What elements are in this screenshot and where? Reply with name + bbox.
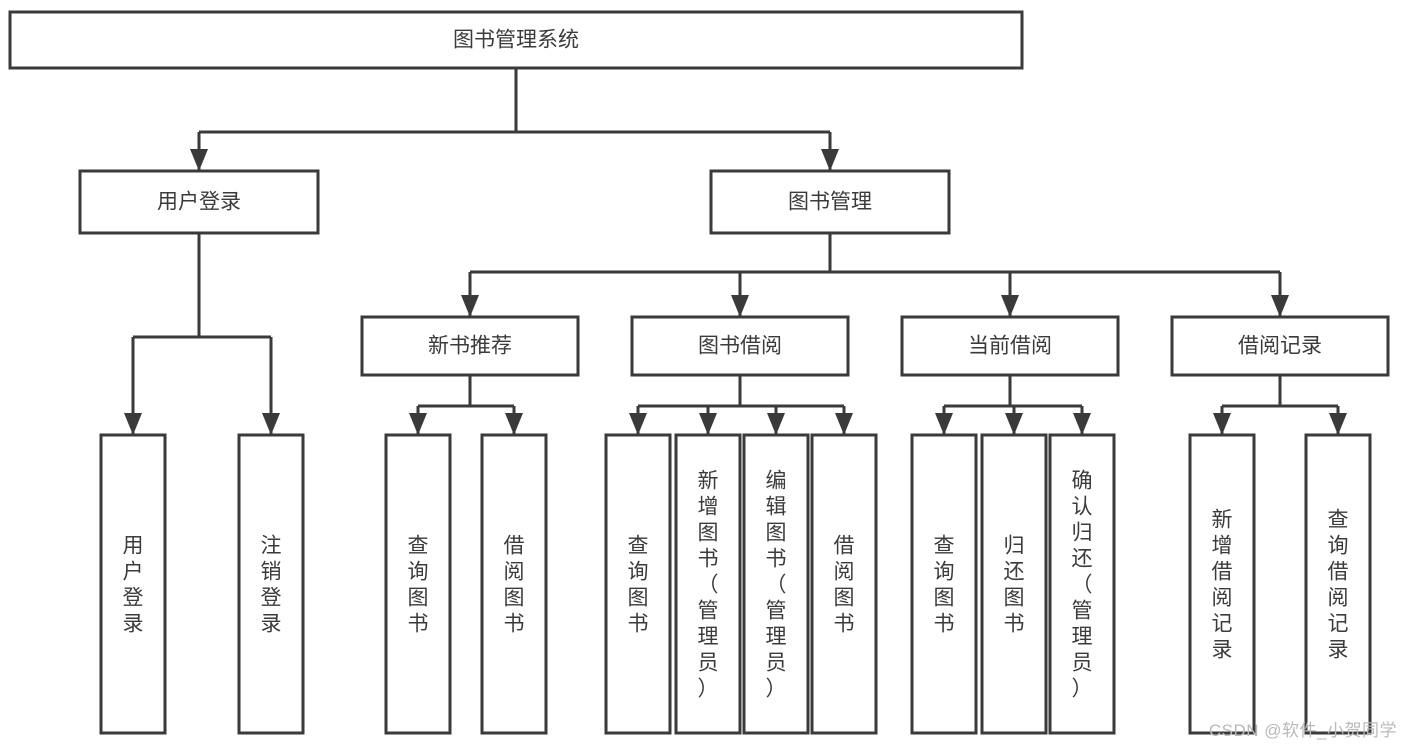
- leaf-node-box[interactable]: [1304, 433, 1372, 735]
- level1-node-1[interactable]: 用户登录: [78, 169, 320, 235]
- arrow-head-icon: [1001, 295, 1019, 317]
- arrow-head-icon: [699, 413, 717, 435]
- leaf-node-box[interactable]: [604, 433, 672, 735]
- leaf-node-box[interactable]: [1188, 433, 1256, 735]
- level2-node-2[interactable]: 图书借阅: [630, 315, 850, 377]
- leaf-node-box[interactable]: [384, 433, 452, 735]
- level2-node-label: 借阅记录: [1238, 335, 1322, 358]
- level1-node-box[interactable]: [78, 169, 320, 235]
- leaf-node-label: 查询图书: [628, 534, 649, 635]
- leaf-node-label: 编辑图书（管理员）: [766, 469, 787, 700]
- arrow-head-icon: [124, 413, 142, 435]
- arrow-head-icon: [409, 413, 427, 435]
- arrow-head-icon: [1271, 295, 1289, 317]
- node-layer: 图书管理系统用户登录图书管理新书推荐图书借阅当前借阅借阅记录用户登录注销登录查询…: [8, 10, 1390, 735]
- level1-node-2[interactable]: 图书管理: [709, 169, 951, 235]
- leaf-node-12[interactable]: 新增借阅记录: [1188, 433, 1256, 735]
- leaf-node-label: 注销登录: [261, 534, 282, 635]
- leaf-node-box[interactable]: [99, 433, 167, 735]
- root-node-1[interactable]: 图书管理系统: [8, 10, 1024, 70]
- level1-node-box[interactable]: [709, 169, 951, 235]
- leaf-node-box[interactable]: [742, 433, 810, 735]
- leaf-node-10[interactable]: 归还图书: [980, 433, 1048, 735]
- leaf-node-7[interactable]: 编辑图书（管理员）: [742, 433, 810, 735]
- arrow-head-icon: [835, 413, 853, 435]
- leaf-node-box[interactable]: [1048, 433, 1116, 735]
- arrow-head-icon: [1329, 413, 1347, 435]
- level2-node-1[interactable]: 新书推荐: [360, 315, 580, 377]
- level2-node-box[interactable]: [900, 315, 1120, 377]
- root-node-label: 图书管理系统: [453, 29, 579, 52]
- leaf-node-box[interactable]: [910, 433, 978, 735]
- level2-node-box[interactable]: [1170, 315, 1390, 377]
- leaf-node-label: 查询借阅记录: [1328, 508, 1349, 661]
- level2-node-label: 当前借阅: [968, 335, 1052, 358]
- level2-node-4[interactable]: 借阅记录: [1170, 315, 1390, 377]
- leaf-node-5[interactable]: 查询图书: [604, 433, 672, 735]
- arrow-head-icon: [821, 149, 839, 171]
- leaf-node-2[interactable]: 注销登录: [237, 433, 305, 735]
- arrow-head-icon: [190, 149, 208, 171]
- leaf-node-box[interactable]: [237, 433, 305, 735]
- level2-node-box[interactable]: [630, 315, 850, 377]
- leaf-node-box[interactable]: [980, 433, 1048, 735]
- arrow-head-icon: [505, 413, 523, 435]
- arrow-head-icon: [629, 413, 647, 435]
- leaf-node-label: 新增图书（管理员）: [698, 469, 719, 700]
- arrow-head-icon: [461, 295, 479, 317]
- watermark: CSDN @软件_小贺同学: [1208, 721, 1397, 740]
- leaf-node-label: 用户登录: [123, 534, 144, 635]
- leaf-node-3[interactable]: 查询图书: [384, 433, 452, 735]
- leaf-node-label: 归还图书: [1004, 534, 1025, 635]
- leaf-node-9[interactable]: 查询图书: [910, 433, 978, 735]
- leaf-node-13[interactable]: 查询借阅记录: [1304, 433, 1372, 735]
- leaf-node-8[interactable]: 借阅图书: [810, 433, 878, 735]
- leaf-node-label: 确认归还（管理员）: [1072, 469, 1093, 700]
- root-node-box[interactable]: [8, 10, 1024, 70]
- level1-node-label: 用户登录: [157, 191, 241, 214]
- leaf-node-box[interactable]: [480, 433, 548, 735]
- leaf-node-4[interactable]: 借阅图书: [480, 433, 548, 735]
- arrow-head-icon: [1073, 413, 1091, 435]
- leaf-node-box[interactable]: [810, 433, 878, 735]
- leaf-node-label: 新增借阅记录: [1212, 508, 1233, 661]
- level2-node-label: 图书借阅: [698, 335, 782, 358]
- leaf-node-label: 查询图书: [408, 534, 429, 635]
- leaf-node-6[interactable]: 新增图书（管理员）: [674, 433, 742, 735]
- leaf-node-label: 查询图书: [934, 534, 955, 635]
- arrow-head-icon: [767, 413, 785, 435]
- arrow-head-icon: [731, 295, 749, 317]
- level2-node-3[interactable]: 当前借阅: [900, 315, 1120, 377]
- arrow-head-icon: [935, 413, 953, 435]
- level1-node-label: 图书管理: [788, 191, 872, 214]
- leaf-node-11[interactable]: 确认归还（管理员）: [1048, 433, 1116, 735]
- level2-node-label: 新书推荐: [428, 335, 512, 358]
- arrow-head-icon: [262, 413, 280, 435]
- arrow-head-icon: [1213, 413, 1231, 435]
- leaf-node-1[interactable]: 用户登录: [99, 433, 167, 735]
- connector-layer: [124, 68, 1347, 435]
- arrow-head-icon: [1005, 413, 1023, 435]
- leaf-node-label: 借阅图书: [504, 534, 525, 635]
- leaf-node-box[interactable]: [674, 433, 742, 735]
- level2-node-box[interactable]: [360, 315, 580, 377]
- leaf-node-label: 借阅图书: [834, 534, 855, 635]
